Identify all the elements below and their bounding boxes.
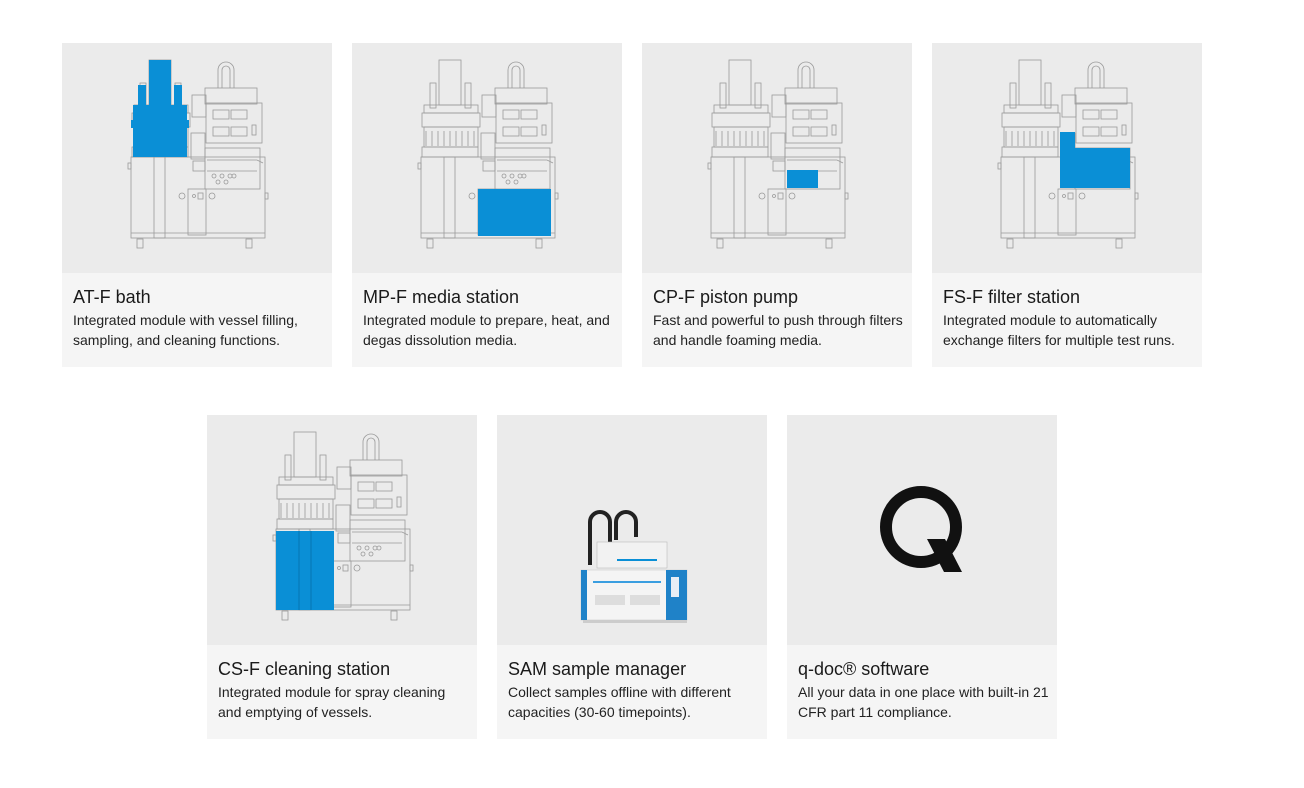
module-title: q-doc® software: [798, 659, 930, 679]
module-image: [207, 415, 477, 645]
module-card-at-f-bath[interactable]: AT-F bath Integrated module with vessel …: [62, 43, 332, 367]
module-card-cp-f-piston-pump[interactable]: CP-F piston pump Fast and powerful to pu…: [642, 43, 912, 367]
module-description: Collect samples offline with different c…: [508, 684, 731, 720]
module-description: Integrated module to automatically excha…: [943, 312, 1175, 348]
module-title: MP-F media station: [363, 287, 520, 307]
module-image: [642, 43, 912, 273]
module-title: CP-F piston pump: [653, 287, 799, 307]
module-title: CS-F cleaning station: [218, 659, 391, 679]
module-description: Integrated module for spray cleaning and…: [218, 684, 446, 720]
module-image: [932, 43, 1202, 273]
module-title: AT-F bath: [73, 287, 151, 307]
module-image: [62, 43, 332, 273]
module-card-q-doc-software[interactable]: q-doc® software All your data in one pla…: [787, 415, 1057, 739]
module-title: FS-F filter station: [943, 287, 1081, 307]
module-image: [497, 415, 767, 645]
module-title: SAM sample manager: [508, 659, 687, 679]
module-description: Integrated module to prepare, heat, and …: [363, 312, 610, 348]
module-card-cs-f-cleaning-station[interactable]: CS-F cleaning station Integrated module …: [207, 415, 477, 739]
module-description: All your data in one place with built-in…: [798, 684, 1049, 720]
module-card-sam-sample-manager[interactable]: SAM sample manager Collect samples offli…: [497, 415, 767, 739]
q-doc-logo-icon: [880, 486, 962, 572]
module-card-mp-f-media-station[interactable]: MP-F media station Integrated module to …: [352, 43, 622, 367]
module-description: Fast and powerful to push through filter…: [653, 312, 903, 348]
module-image: [352, 43, 622, 273]
module-card-fs-f-filter-station[interactable]: FS-F filter station Integrated module to…: [932, 43, 1202, 367]
module-description: Integrated module with vessel filling, s…: [73, 312, 298, 348]
module-image: [787, 415, 1057, 645]
